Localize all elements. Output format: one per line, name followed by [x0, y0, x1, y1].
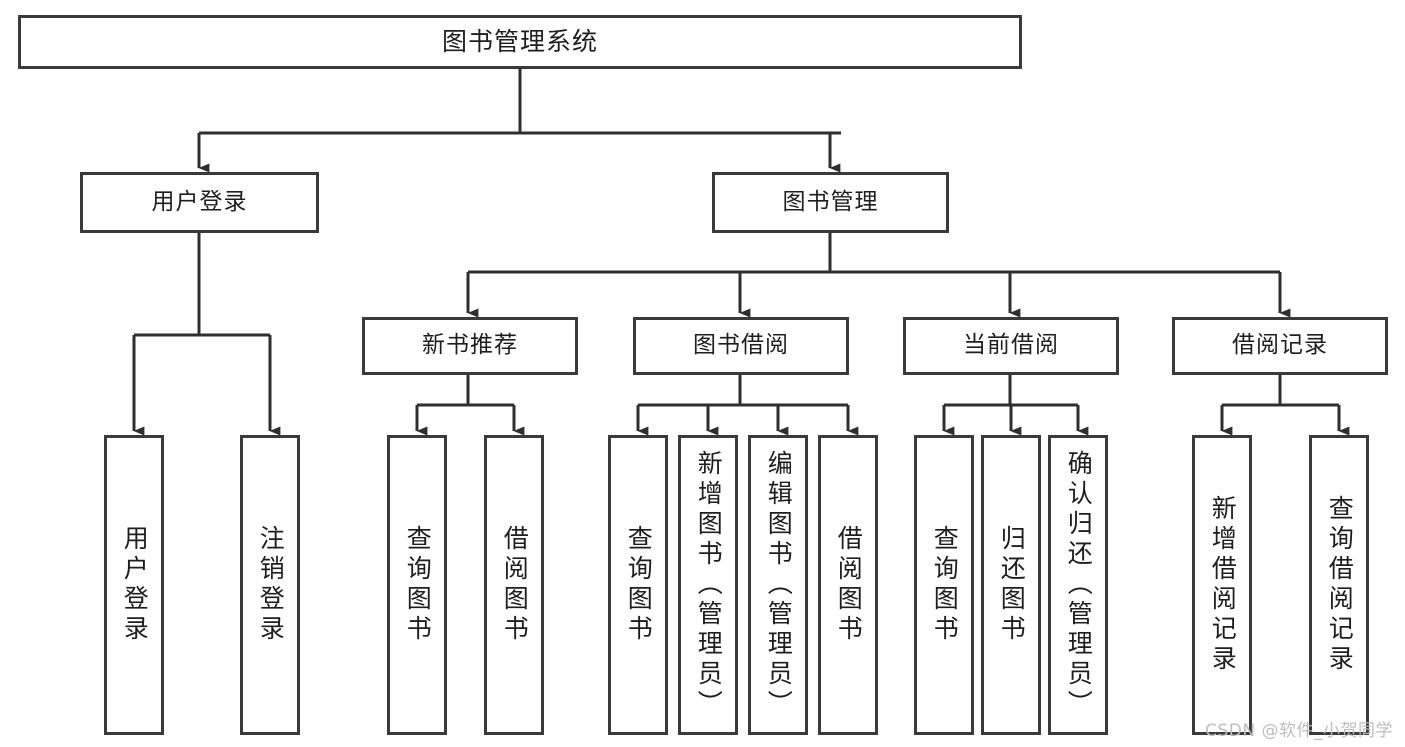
leaf-label: 查询图书 [624, 525, 654, 645]
leaf-label: 确认归还（管理员） [1064, 450, 1094, 720]
leaf-label: 查询借阅记录 [1325, 495, 1355, 675]
node-root-label: 图书管理系统 [441, 27, 598, 57]
node-root-system[interactable]: 图书管理系统 [18, 15, 1022, 69]
leaf-newbook-borrow-book[interactable]: 借阅图书 [484, 435, 544, 735]
node-book-borrow[interactable]: 图书借阅 [633, 317, 849, 375]
node-current-borrow[interactable]: 当前借阅 [903, 317, 1119, 375]
leaf-label: 查询图书 [403, 525, 433, 645]
node-new-book-recommend[interactable]: 新书推荐 [362, 317, 578, 375]
node-borrow-record[interactable]: 借阅记录 [1172, 317, 1388, 375]
node-user-login-label: 用户登录 [151, 188, 248, 215]
node-book-borrow-label: 图书借阅 [693, 332, 789, 359]
node-current-borrow-label: 当前借阅 [963, 332, 1059, 359]
leaf-login-logout[interactable]: 注销登录 [240, 435, 300, 735]
leaf-newbook-query-book[interactable]: 查询图书 [387, 435, 447, 735]
node-new-book-recommend-label: 新书推荐 [422, 332, 518, 359]
node-book-management[interactable]: 图书管理 [712, 172, 949, 233]
leaf-label: 新增图书（管理员） [694, 450, 724, 720]
leaf-borrow-edit-book-admin[interactable]: 编辑图书（管理员） [748, 435, 808, 735]
leaf-label: 归还图书 [997, 525, 1027, 645]
leaf-current-return-book[interactable]: 归还图书 [981, 435, 1041, 735]
leaf-borrow-query-book[interactable]: 查询图书 [608, 435, 668, 735]
leaf-current-query-book[interactable]: 查询图书 [914, 435, 974, 735]
node-book-management-label: 图书管理 [782, 188, 879, 215]
leaf-label: 借阅图书 [500, 525, 530, 645]
leaf-record-add-borrow-record[interactable]: 新增借阅记录 [1192, 435, 1252, 735]
leaf-borrow-add-book-admin[interactable]: 新增图书（管理员） [678, 435, 738, 735]
leaf-label: 注销登录 [256, 525, 286, 645]
leaf-label: 查询图书 [930, 525, 960, 645]
leaf-record-query-borrow-record[interactable]: 查询借阅记录 [1309, 435, 1369, 735]
node-borrow-record-label: 借阅记录 [1232, 332, 1328, 359]
leaf-label: 用户登录 [120, 525, 150, 645]
node-user-login[interactable]: 用户登录 [80, 172, 319, 233]
leaf-label: 编辑图书（管理员） [764, 450, 794, 720]
leaf-borrow-borrow-book[interactable]: 借阅图书 [818, 435, 878, 735]
watermark-text: CSDN @软件_小贺同学 [1205, 721, 1393, 741]
leaf-label: 新增借阅记录 [1208, 495, 1238, 675]
leaf-login-user-login[interactable]: 用户登录 [104, 435, 164, 735]
leaf-label: 借阅图书 [834, 525, 864, 645]
leaf-current-confirm-return-admin[interactable]: 确认归还（管理员） [1048, 435, 1108, 735]
